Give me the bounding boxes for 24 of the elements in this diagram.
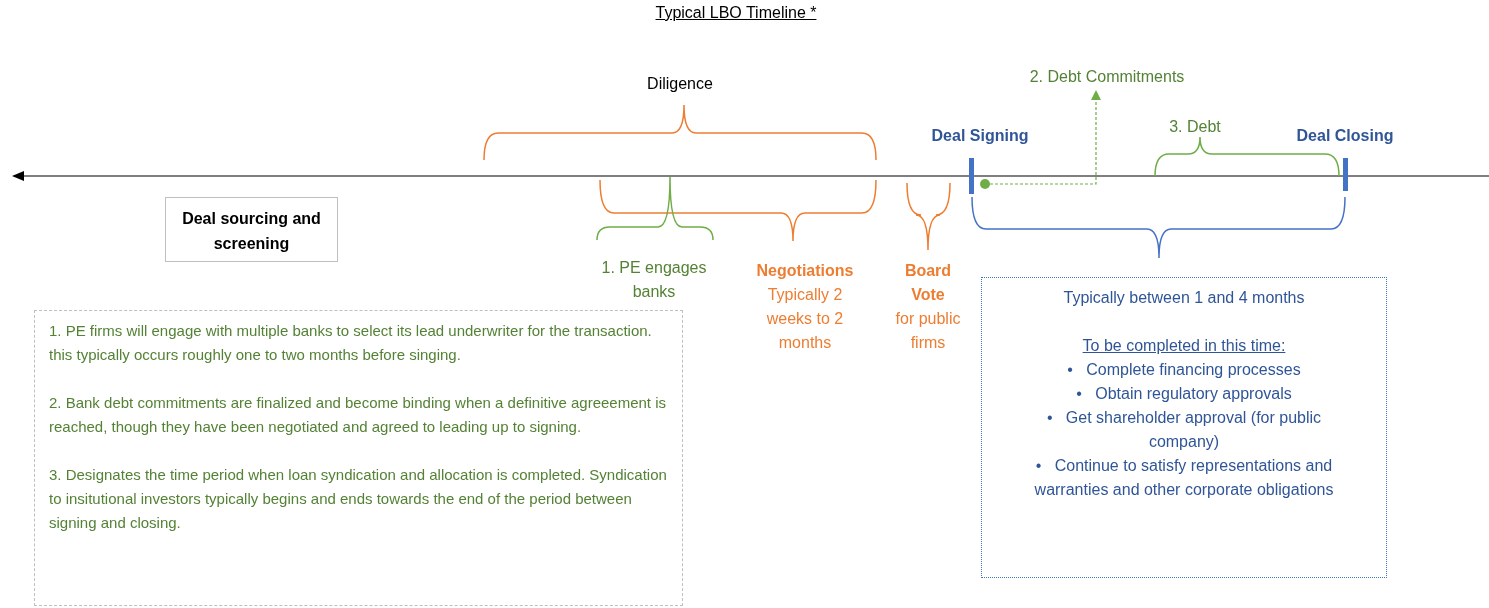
note-text: 3. Designates the time period when loan syndication and allocation is completed. Syndication to insitutional investors typically begins and ends towards the end of the period between signing and closing. [49, 465, 668, 533]
phase-note: for public firms [894, 309, 962, 353]
phase-label: Diligence [620, 72, 740, 96]
stage-card: Deal sourcing and screening [165, 197, 338, 262]
bullet-item: • Get shareholder approval (for public company) [1045, 408, 1323, 452]
bullet-item: • Complete financing processes [1066, 360, 1302, 380]
duration-text: Typically between 1 and 4 months [1062, 288, 1306, 308]
note-text: 1. PE firms will engage with multiple banks to select its lead underwriter for the transaction. this typically occurs roughly one to two months before singing. [49, 321, 653, 365]
list-heading: To be completed in this time: [1081, 336, 1287, 356]
notes-panel [34, 310, 683, 606]
annotation-label: 3. Debt [1155, 115, 1235, 139]
milestone-label: Deal Signing [915, 124, 1045, 148]
bullet-item: • Obtain regulatory approvals [1075, 384, 1293, 404]
title: Typical LBO Timeline * [655, 4, 817, 21]
arrow [989, 90, 1101, 185]
milestone-label: Deal Closing [1280, 124, 1410, 148]
phase-label: Negotiations [755, 261, 855, 281]
annotation-label: 2. Debt Commitments [1022, 65, 1192, 89]
phase-label: 1. PE engages banks [594, 256, 714, 304]
phase-note: Typically 2 weeks to 2 months [765, 285, 845, 353]
summary-panel [981, 277, 1387, 578]
note-text: 2. Bank debt commitments are finalized and become binding when a definitive agreeement is reached, though they have been negotiated and agreed to leading up to signing. [49, 393, 668, 437]
bullet-item: • Continue to satisfy representations and warranties and other corporate obligations [1033, 456, 1335, 500]
milestone-dot [980, 179, 990, 189]
